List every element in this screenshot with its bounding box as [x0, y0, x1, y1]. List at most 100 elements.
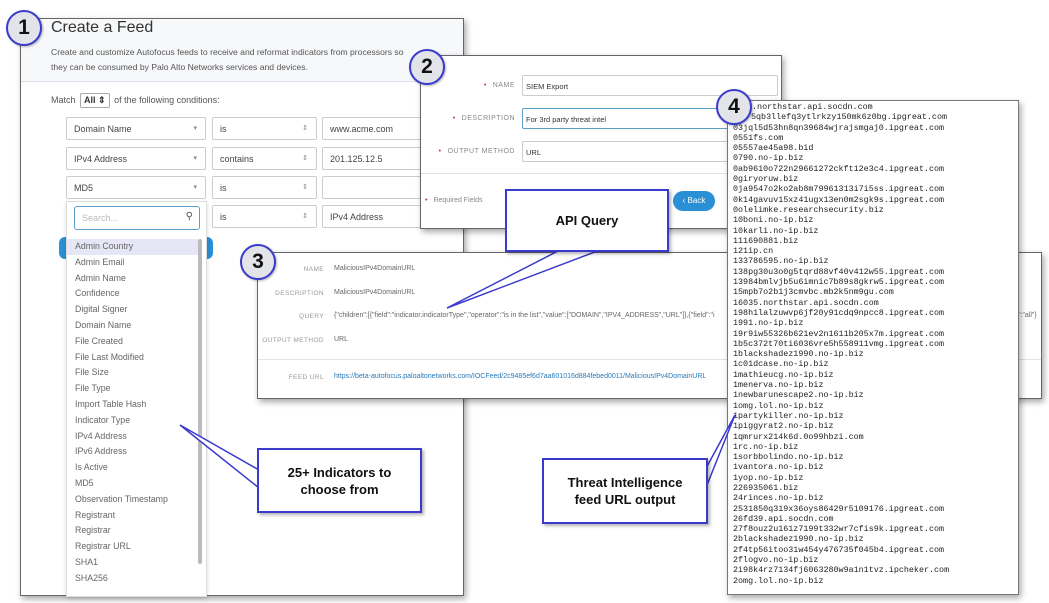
feed-output-line: 121ip.cn: [733, 246, 774, 257]
option-item[interactable]: Domain Name: [75, 319, 132, 330]
option-item[interactable]: Indicator Type: [75, 414, 131, 425]
feed-output-line: 2flogvo.no-ip.biz: [733, 555, 819, 566]
required-fields-note: •Required Fields: [425, 197, 483, 204]
option-item[interactable]: File Last Modified: [75, 351, 144, 362]
feed-output-line: 2531850q319x36oys86429r5109176.ipgreat.c…: [733, 503, 945, 514]
condition-operator-select[interactable]: is ⇕: [212, 117, 317, 140]
feed-output-line: 1.northstar.api.socdn.com: [747, 102, 873, 112]
feed-query: {"children":[{"field":"indicator.indicat…: [334, 312, 715, 319]
condition-operator-select[interactable]: is ⇕: [212, 176, 317, 199]
feed-output-line: 26fd39.api.socdn.com: [733, 513, 834, 524]
name-label: •NAME: [483, 82, 515, 89]
page-title: Create a Feed: [51, 19, 154, 36]
feed-url-link[interactable]: https://beta-autofocus.paloaltonetworks.…: [334, 373, 707, 380]
updown-arrows-icon: ⇕: [302, 125, 308, 132]
query-label: QUERY: [299, 313, 324, 320]
feed-output-line: 2f4tp56itoo31w454y476735f045b4.ipgreat.c…: [733, 544, 945, 555]
feed-output-line: 0551fs.com: [733, 132, 784, 143]
feed-output-line: 0790.no-ip.biz: [733, 153, 804, 164]
name-input[interactable]: SIEM Export: [522, 75, 778, 96]
feed-output-line: 19r9iw55326b621ev2n1611b205x7m.ipgreat.c…: [733, 328, 945, 339]
condition-operator-select-value: contains: [220, 154, 254, 164]
option-item[interactable]: Confidence: [75, 288, 120, 299]
feed-output-line: 1mathieucg.no-ip.biz: [733, 369, 834, 380]
match-value: All: [84, 95, 96, 105]
feed-output-line: 198h1lalzuwvp6jf20y91cdq9npcc8.ipgreat.c…: [733, 307, 945, 318]
option-item[interactable]: Admin Email: [75, 256, 125, 267]
chevron-down-icon: ▾: [193, 125, 197, 132]
condition-operator-select-value: is: [220, 212, 227, 222]
option-item[interactable]: IPv4 Address: [75, 430, 127, 441]
feed-output-line: 138pg30u3o0g5tqrd88vf40v412w55.ipgreat.c…: [733, 266, 945, 277]
api-query-callout: API Query: [505, 189, 669, 252]
step-4-badge: 4: [716, 89, 752, 125]
feed-output-line: 1partykiller.no-ip.biz: [733, 410, 844, 421]
option-item[interactable]: SHA1: [75, 556, 98, 567]
condition-field-select[interactable]: MD5▾: [66, 176, 206, 199]
condition-operator-select[interactable]: is ⇕: [212, 205, 317, 228]
back-button[interactable]: ‹ Back: [673, 191, 715, 211]
feed-output-line: 0k14gavuv15xz41ugx13en0m2sgk9s.ipgreat.c…: [733, 194, 945, 205]
feed-output-line: 13984bmlvjb5u6imnic7b89s8gkrw5.ipgreat.c…: [733, 277, 945, 288]
condition-operator-select-value: is: [220, 124, 227, 134]
feed-output-line: 1blackshadez1990.no-ip.biz: [733, 349, 864, 360]
option-item[interactable]: File Size: [75, 367, 109, 378]
feed-output-line: 1991.no-ip.biz: [733, 318, 804, 329]
option-item[interactable]: IPv6 Address: [75, 446, 127, 457]
condition-value-input-value: www.acme.com: [330, 124, 394, 134]
option-item[interactable]: Import Table Hash: [75, 398, 147, 409]
chevron-down-icon: ▾: [193, 184, 197, 191]
option-item[interactable]: Admin Name: [75, 272, 126, 283]
header: Create a Feed Create and customize Autof…: [21, 19, 463, 82]
feed-name: MaliciousIPv4DomainURL: [334, 265, 416, 272]
match-prefix: Match: [51, 95, 76, 105]
feed-output-method: URL: [334, 336, 349, 343]
feed-output-line: 1qmrurx214k6d.0o99hbzi.com: [733, 431, 864, 442]
match-select[interactable]: All ⇕: [80, 93, 110, 108]
feed-output-line: 1yop.no-ip.biz: [733, 472, 804, 483]
step-3-badge: 3: [240, 244, 276, 280]
option-item[interactable]: Registrant: [75, 509, 116, 520]
updown-arrows-icon: ⇕: [302, 184, 308, 191]
output-method-label: •OUTPUT METHOD: [438, 148, 515, 155]
search-input[interactable]: Search...⚲: [74, 206, 200, 230]
feed-output-line: 1vantora.no-ip.biz: [733, 462, 824, 473]
option-item[interactable]: Observation Timestamp: [75, 493, 168, 504]
condition-operator-select[interactable]: contains ⇕: [212, 147, 317, 170]
option-item[interactable]: SHA256: [75, 572, 108, 583]
updown-arrows-icon: ⇕: [302, 155, 308, 162]
option-item[interactable]: File Created: [75, 335, 123, 346]
option-item[interactable]: Admin Country: [67, 239, 198, 255]
feed-output-line: 2i98k4rz7134fj6063280w9a1n1tvz.ipcheker.…: [733, 565, 950, 576]
feed-output-line: 05557ae45a98.bid: [733, 143, 814, 154]
step-1-badge: 1: [6, 10, 42, 46]
feed-output-line: 111690881.biz: [733, 235, 799, 246]
name-label: NAME: [303, 266, 324, 273]
condition-field-select[interactable]: IPv4 Address▾: [66, 147, 206, 170]
scrollbar[interactable]: [198, 239, 202, 564]
updown-arrows-icon: ⇕: [302, 213, 308, 220]
feed-output-line: 16035.northstar.api.socdn.com: [733, 297, 879, 308]
condition-value-input-value: IPv4 Address: [330, 212, 384, 222]
option-item[interactable]: MD5: [75, 477, 94, 488]
condition-field-select[interactable]: Domain Name▾: [66, 117, 206, 140]
option-item[interactable]: File Type: [75, 383, 111, 394]
feed-output-line: 1sorbbolindo.no-ip.biz: [733, 452, 844, 463]
indicators-callout: 25+ Indicators to choose from: [257, 448, 422, 513]
feed-output-line: 2blackshadez1990.no-ip.biz: [733, 534, 864, 545]
option-item[interactable]: Registrar: [75, 525, 111, 536]
feed-output-line: 0giryoruw.biz: [733, 174, 799, 185]
feed-output-line: 5qb3llefq3ytlrkzy150mk6z0bg.ipgreat.com: [751, 112, 948, 123]
divider: [421, 173, 781, 174]
feed-description: MaliciousIPv4DomainURL: [334, 289, 416, 296]
search-icon: ⚲: [185, 211, 193, 222]
match-suffix: of the following conditions:: [114, 95, 220, 105]
option-item[interactable]: Digital Signer: [75, 304, 128, 315]
output-method-label: OUTPUT METHOD: [262, 337, 324, 344]
feed-output-line: 0olelimke.researchsecurity.biz: [733, 204, 884, 215]
option-item[interactable]: Registrar URL: [75, 541, 131, 552]
condition-operator-select-value: is: [220, 183, 227, 193]
option-item[interactable]: Is Active: [75, 462, 108, 473]
